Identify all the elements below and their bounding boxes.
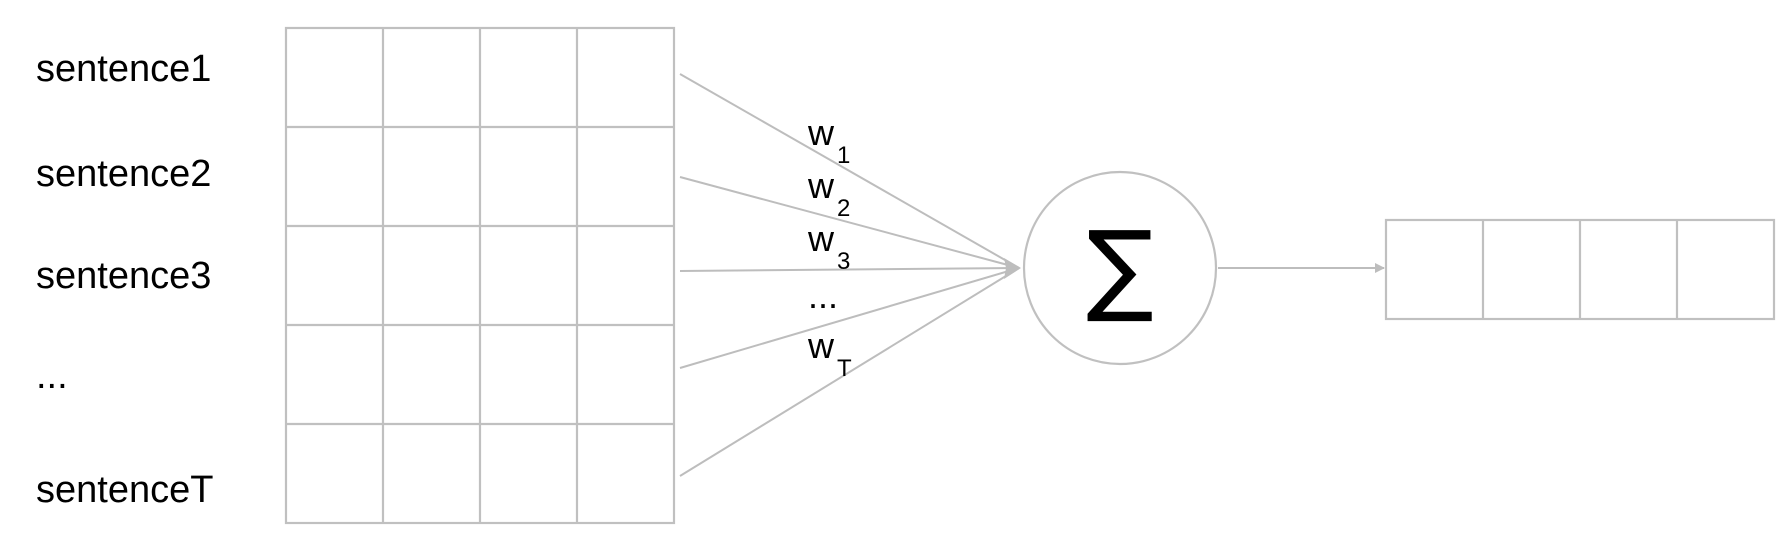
svg-text:T: T [837, 355, 852, 382]
arrowhead-icon [1004, 258, 1021, 279]
edge-1 [679, 73, 1020, 269]
weight-label-1: w 1 [807, 112, 850, 169]
input-matrix [284, 26, 676, 525]
svg-text:2: 2 [837, 195, 850, 222]
weight-edges [679, 73, 1021, 477]
weight-label-T: w T [807, 325, 852, 382]
weight-label-ellipsis: ... [808, 275, 838, 316]
edge-5 [679, 267, 1020, 477]
edge-2 [679, 176, 1020, 269]
weight-label-3: w 3 [807, 218, 850, 275]
row-label-sentence2: sentence2 [36, 153, 211, 195]
row-label-ellipsis: ... [36, 355, 68, 397]
svg-text:w: w [807, 218, 835, 259]
sigma-icon: ∑ [1086, 209, 1153, 326]
sum-node [1022, 170, 1218, 366]
row-label-sentence1: sentence1 [36, 48, 211, 90]
row-label-sentenceT: sentenceT [36, 469, 213, 511]
edge-3 [679, 267, 1020, 272]
svg-text:w: w [807, 325, 835, 366]
svg-text:w: w [807, 165, 835, 206]
weight-label-2: w 2 [807, 165, 850, 222]
row-label-sentence3: sentence3 [36, 255, 211, 297]
edge-4 [679, 267, 1020, 369]
svg-text:...: ... [808, 275, 838, 316]
svg-text:1: 1 [837, 142, 850, 169]
svg-text:3: 3 [837, 248, 850, 275]
output-vector [1384, 218, 1776, 321]
svg-text:w: w [807, 112, 835, 153]
